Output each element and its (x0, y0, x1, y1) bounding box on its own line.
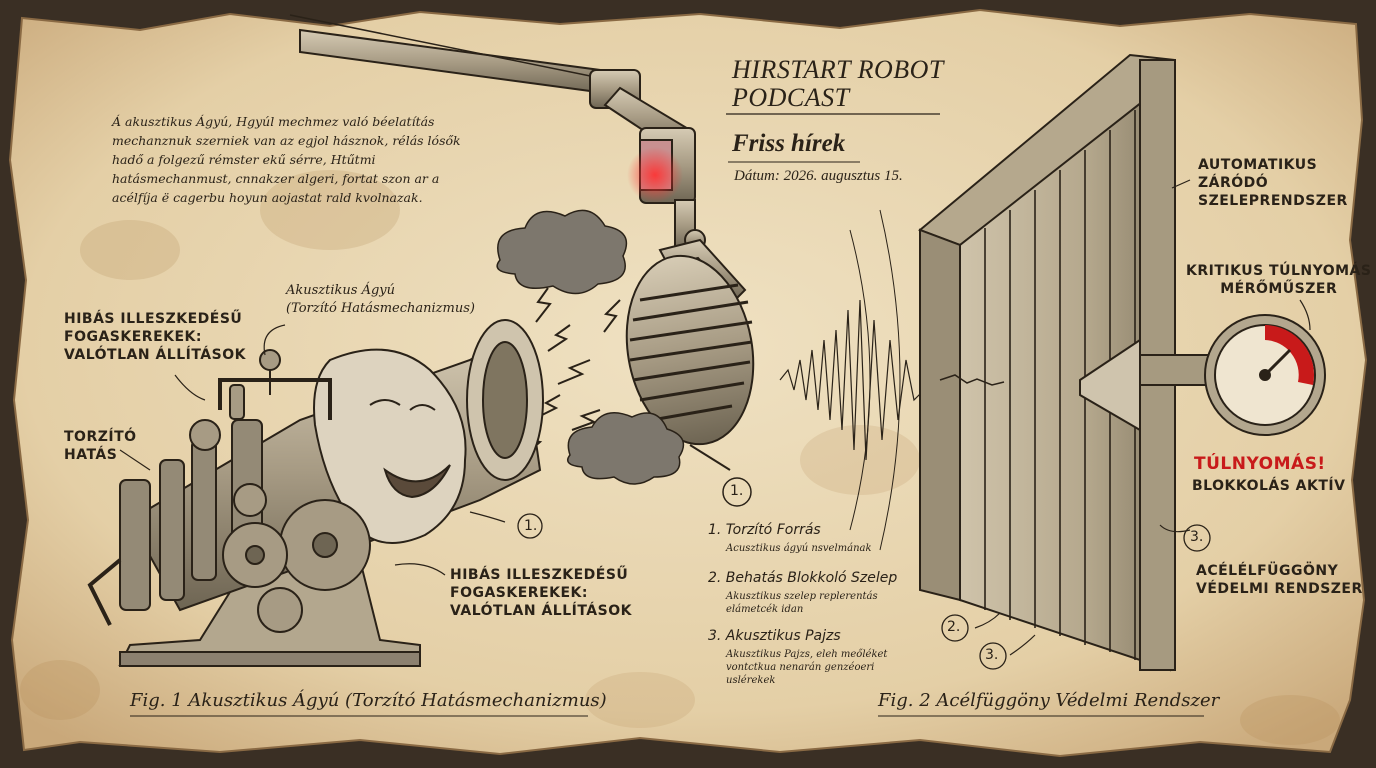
curtain-marker-3a: 3. (1190, 529, 1204, 545)
curtain-marker-2: 2. (947, 619, 961, 635)
blocking-status: BLOKKOLÁS AKTÍV (1192, 478, 1346, 494)
acoustic-cannon-drawing (87, 319, 544, 667)
auto-valve-label: AUTOMATIKUS ZÁRÓDÓ SZELEPRENDSZER (1198, 157, 1348, 209)
cannon-marker: 1. (524, 518, 538, 534)
legend-item-1-sub: Acusztikus ágyú nsvelmának (726, 543, 872, 554)
legend-item-3-sub: Akusztikus Pajzs, eleh meőléket vontctku… (726, 649, 888, 686)
steel-curtain-drawing (918, 53, 1211, 672)
distortion-label: TORZÍTÓ HATÁS (64, 429, 137, 463)
fig1-caption: Fig. 1 Akusztikus Ágyú (Torzító Hatásmec… (130, 690, 607, 711)
gears-label-bottom: HIBÁS ILLESZKEDÉSŰ FOGASKEREKEK: VALÓTLA… (450, 567, 632, 619)
microphone-drawing (289, 14, 755, 471)
publish-date: Dátum: 2026. augusztus 15. (734, 168, 903, 184)
fig2-caption: Fig. 2 Acélfüggöny Védelmi Rendszer (878, 690, 1220, 711)
podcast-title: HIRSTART ROBOT PODCAST (732, 55, 944, 112)
sound-waves (779, 209, 925, 551)
cannon-label: Akusztikus Ágyú (Torzító Hatásmechanizmu… (286, 283, 475, 316)
mic-marker: 1. (730, 483, 744, 499)
lightning-bolts (525, 287, 621, 455)
intro-paragraph: Á akusztikus Ágyú, Hgyúl mechmez való bé… (112, 114, 461, 205)
pressure-gauge-drawing (1204, 314, 1326, 436)
gauge-label: KRITIKUS TÚLNYOMÁS MÉRŐMŰSZER (1186, 263, 1372, 297)
legend-item-2-sub: Akusztikus szelep replerentás elámetcék … (726, 591, 878, 615)
gears-label-top: HIBÁS ILLESZKEDÉSŰ FOGASKEREKEK: VALÓTLA… (64, 311, 246, 363)
overpressure-alert: TÚLNYOMÁS! (1194, 454, 1326, 474)
news-subtitle: Friss hírek (732, 130, 846, 157)
legend-item-2-title: 2. Behatás Blokkoló Szelep (708, 570, 898, 586)
curtain-label: ACÉLÉLFÜGGÖNY VÉDELMI RENDSZER (1196, 563, 1363, 597)
curtain-marker-3b: 3. (985, 647, 999, 663)
legend-item-3-title: 3. Akusztikus Pajzs (708, 628, 841, 644)
smoke-clouds (496, 209, 685, 485)
legend-item-1-title: 1. Torzító Forrás (708, 522, 821, 538)
